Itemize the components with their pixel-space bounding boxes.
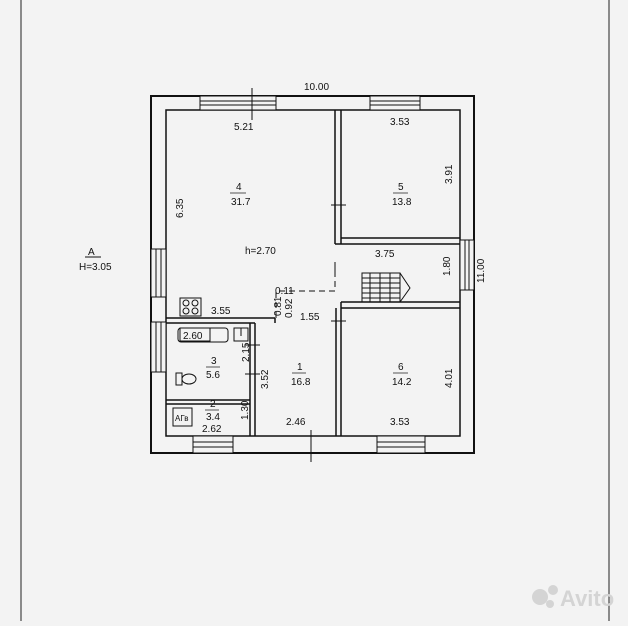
dim-room6-width: 3.53 bbox=[390, 417, 410, 428]
dim-corridor-width: 1.55 bbox=[300, 312, 320, 323]
dim-step-a: 0.11 bbox=[275, 286, 294, 297]
dim-room1-depth: 3.52 bbox=[260, 369, 271, 389]
dim-room3-depth: 2.15 bbox=[241, 342, 252, 362]
sink-icon bbox=[233, 327, 249, 342]
ceiling-height-label: h=2.70 bbox=[245, 246, 276, 257]
dim-room4-width: 5.21 bbox=[234, 122, 254, 133]
room-number-5: 5 bbox=[398, 182, 404, 193]
dim-room3-width-box bbox=[179, 327, 211, 342]
overall-depth-label: 11.00 bbox=[476, 258, 487, 283]
room-number-2: 2 bbox=[210, 399, 216, 410]
dim-room4-bottom: 3.55 bbox=[211, 306, 231, 317]
room-area-6: 14.2 bbox=[392, 377, 412, 388]
boiler-icon bbox=[172, 407, 193, 427]
opening-dashed-line bbox=[275, 262, 336, 318]
section-height-label: H=3.05 bbox=[79, 262, 112, 273]
dim-stair-depth: 1.80 bbox=[442, 256, 453, 276]
watermark-text: Avito bbox=[560, 586, 614, 611]
dim-step-c: 0.92 bbox=[284, 298, 295, 318]
room-number-3: 3 bbox=[211, 356, 217, 367]
staircase bbox=[361, 272, 411, 303]
dim-hall-width: 3.75 bbox=[375, 249, 395, 260]
interior-walls bbox=[166, 110, 460, 436]
dim-room4-depth: 6.35 bbox=[175, 198, 186, 218]
boiler-label: АГв bbox=[175, 414, 188, 423]
dim-room2-width: 2.62 bbox=[202, 424, 222, 435]
stove-icon bbox=[179, 297, 202, 317]
dim-room5-width: 3.53 bbox=[390, 117, 410, 128]
dim-room6-depth: 4.01 bbox=[444, 368, 455, 388]
room-area-1: 16.8 bbox=[291, 377, 311, 388]
overall-width-label: 10.00 bbox=[304, 82, 329, 93]
dim-room3-width: 2.60 bbox=[183, 331, 203, 342]
avito-watermark: Avito bbox=[532, 585, 614, 611]
windows bbox=[150, 95, 475, 454]
room-area-5: 13.8 bbox=[392, 197, 412, 208]
room-number-6: 6 bbox=[398, 362, 404, 373]
door-marks bbox=[245, 204, 346, 375]
room-number-1: 1 bbox=[297, 362, 303, 373]
room-area-3: 5.6 bbox=[206, 370, 220, 381]
dim-room5-depth: 3.91 bbox=[444, 164, 455, 184]
room-number-4: 4 bbox=[236, 182, 242, 193]
dim-room2-depth: 1.30 bbox=[240, 400, 251, 420]
dim-step-b: 0.81 bbox=[273, 296, 284, 316]
toilet-icon bbox=[175, 372, 197, 386]
dim-room1-width: 2.46 bbox=[286, 417, 306, 428]
room-area-2: 3.4 bbox=[206, 412, 220, 423]
section-mark-letter: A bbox=[88, 247, 95, 258]
room-area-4: 31.7 bbox=[231, 197, 251, 208]
